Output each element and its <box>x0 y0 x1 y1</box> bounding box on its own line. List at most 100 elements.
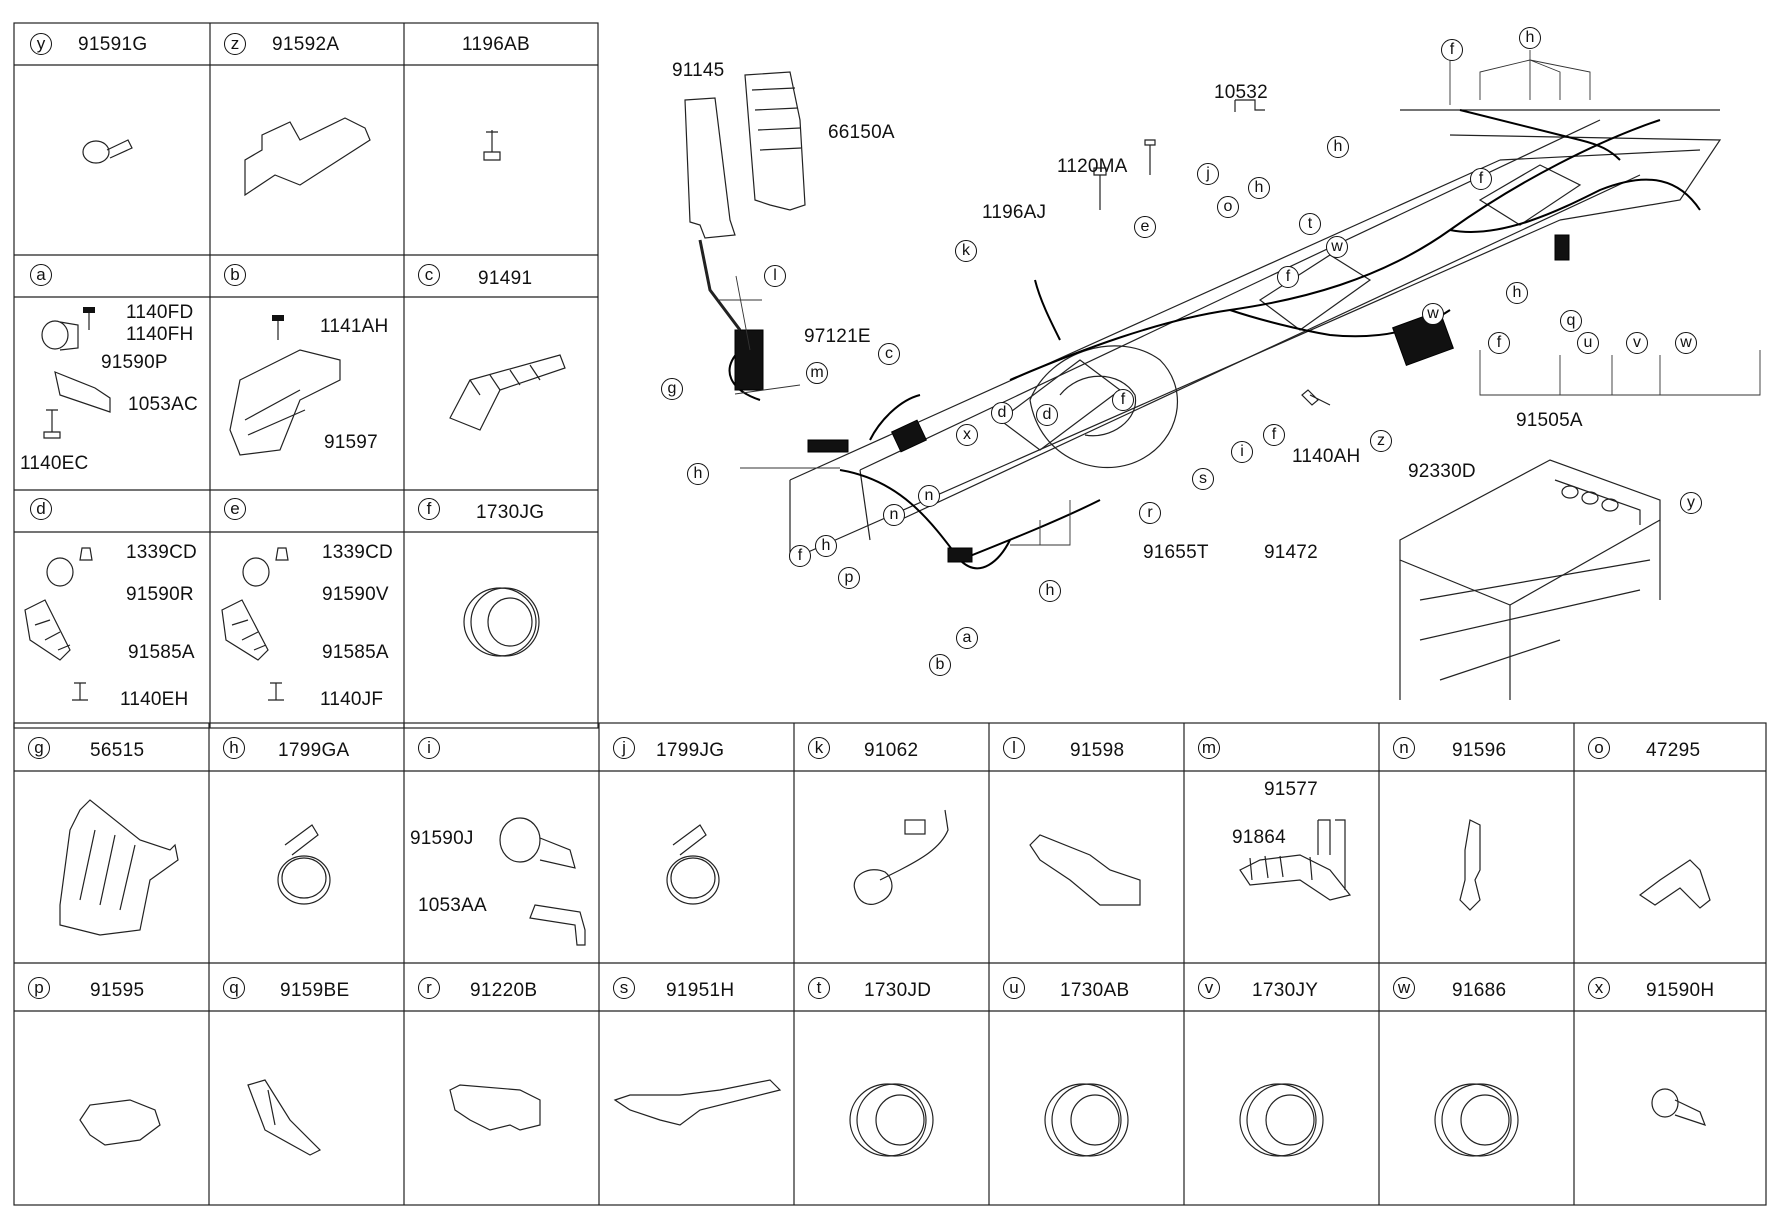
label-91590v: 91590V <box>322 584 389 605</box>
callout-r: r <box>1139 502 1161 524</box>
pn-1196aj: 1196AJ <box>982 202 1047 223</box>
letter-o: o <box>1588 737 1610 759</box>
letter-h: h <box>223 737 245 759</box>
pn-1140ah: 1140AH <box>1292 446 1361 467</box>
callout-a: a <box>956 627 978 649</box>
code-n: 91596 <box>1452 740 1507 761</box>
callout-h: h <box>1039 580 1061 602</box>
callout-g: g <box>661 378 683 400</box>
callout-f: f <box>1470 168 1492 190</box>
pn-91145: 91145 <box>672 60 725 81</box>
callout-i: i <box>1231 441 1253 463</box>
pn-91505a: 91505A <box>1516 410 1583 431</box>
pn-66150a: 66150A <box>828 122 895 143</box>
callout-d: d <box>1036 404 1058 426</box>
letter-y: y <box>30 33 52 55</box>
label-1140fh: 1140FH <box>126 324 194 345</box>
top-grid-lines <box>13 22 599 729</box>
callout-y: y <box>1680 492 1702 514</box>
callout-h: h <box>815 535 837 557</box>
callout-h: h <box>1519 27 1541 49</box>
label-1053ac: 1053AC <box>128 394 198 415</box>
letter-d: d <box>30 498 52 520</box>
letter-g: g <box>28 737 50 759</box>
letter-j: j <box>613 737 635 759</box>
letter-p: p <box>28 977 50 999</box>
callout-j: j <box>1197 163 1219 185</box>
callout-e: e <box>1134 216 1156 238</box>
letter-e: e <box>224 498 246 520</box>
callout-x: x <box>956 424 978 446</box>
callout-m: m <box>806 362 828 384</box>
callout-f: f <box>1441 39 1463 61</box>
callout-c: c <box>878 343 900 365</box>
callout-z: z <box>1370 430 1392 452</box>
callout-h: h <box>1506 282 1528 304</box>
code-x: 91590H <box>1646 980 1715 1001</box>
code-f: 1730JG <box>476 502 545 523</box>
callout-n: n <box>883 504 905 526</box>
letter-v: v <box>1198 977 1220 999</box>
letter-q: q <box>223 977 245 999</box>
label-1339cd-d: 1339CD <box>126 542 197 563</box>
pn-1120ma: 1120MA <box>1057 156 1128 177</box>
letter-i: i <box>418 737 440 759</box>
letter-t: t <box>808 977 830 999</box>
code-w: 91686 <box>1452 980 1507 1001</box>
callout-l: l <box>764 265 786 287</box>
letter-s: s <box>613 977 635 999</box>
label-1053aa: 1053AA <box>418 895 487 916</box>
callout-h: h <box>1248 177 1270 199</box>
label-91585a-d: 91585A <box>128 642 195 663</box>
code-u: 1730AB <box>1060 980 1130 1001</box>
pn-10532: 10532 <box>1214 82 1268 103</box>
letter-f: f <box>418 498 440 520</box>
letter-n: n <box>1393 737 1415 759</box>
code-k: 91062 <box>864 740 919 761</box>
callout-v: v <box>1626 332 1648 354</box>
top-grid-part-drawings <box>24 117 566 701</box>
code-o: 47295 <box>1646 740 1701 761</box>
label-91585a-e: 91585A <box>322 642 389 663</box>
callout-n: n <box>918 485 940 507</box>
callout-b: b <box>929 654 951 676</box>
callout-k: k <box>955 240 977 262</box>
label-1140ec: 1140EC <box>20 453 89 474</box>
callout-h: h <box>687 463 709 485</box>
callout-h: h <box>1327 136 1349 158</box>
code-l: 91598 <box>1070 740 1125 761</box>
letter-c: c <box>418 264 440 286</box>
code-t: 1730JD <box>864 980 932 1001</box>
code-p: 91595 <box>90 980 145 1001</box>
label-1141ah: 1141AH <box>320 316 389 337</box>
callout-f: f <box>1112 389 1134 411</box>
callout-w: w <box>1326 236 1348 258</box>
code-v: 1730JY <box>1252 980 1319 1001</box>
callout-s: s <box>1192 468 1214 490</box>
code-c: 91491 <box>478 268 533 289</box>
label-1140jf: 1140JF <box>320 689 384 710</box>
code-s: 91951H <box>666 980 735 1001</box>
label-91597: 91597 <box>324 432 378 453</box>
letter-m: m <box>1198 737 1220 759</box>
callout-o: o <box>1217 196 1239 218</box>
label-91864: 91864 <box>1232 827 1286 848</box>
letter-k: k <box>808 737 830 759</box>
code-q: 9159BE <box>280 980 350 1001</box>
pn-91655t: 91655T <box>1143 542 1209 563</box>
callout-f: f <box>1488 332 1510 354</box>
letter-x: x <box>1588 977 1610 999</box>
letter-r: r <box>418 977 440 999</box>
code-r: 91220B <box>470 980 538 1001</box>
callout-t: t <box>1299 213 1321 235</box>
letter-a: a <box>30 264 52 286</box>
code-1196ab: 1196AB <box>462 34 531 55</box>
pn-92330d: 92330D <box>1408 461 1476 482</box>
pn-91472: 91472 <box>1264 542 1318 563</box>
code-z: 91592A <box>272 34 340 55</box>
letter-l: l <box>1003 737 1025 759</box>
label-1140eh: 1140EH <box>120 689 189 710</box>
